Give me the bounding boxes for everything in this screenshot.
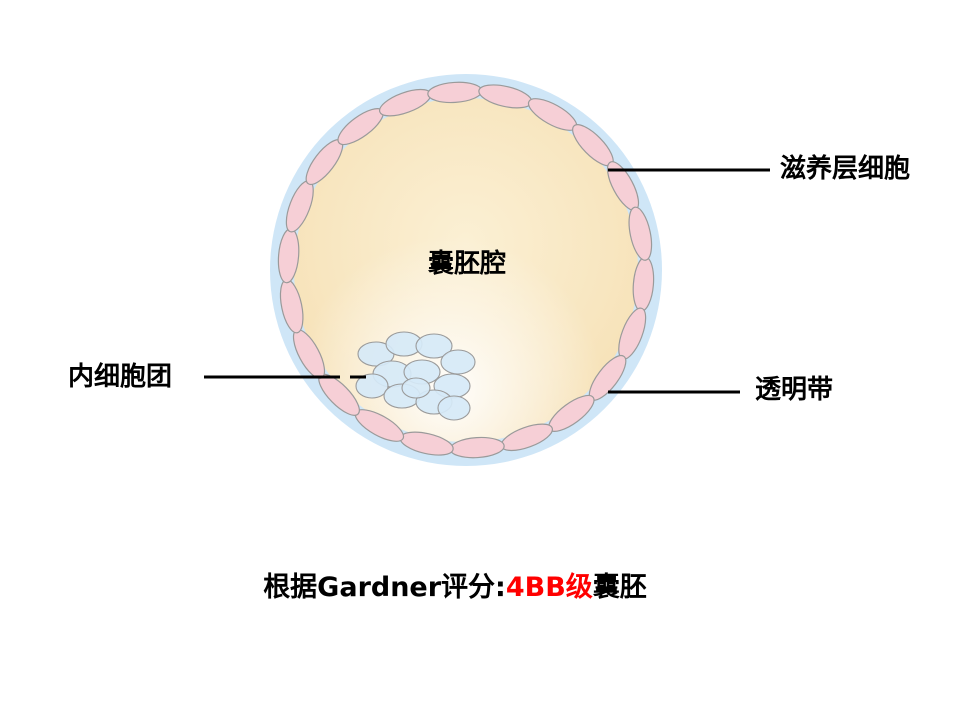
caption-grade: 4BB级	[505, 572, 593, 603]
gardner-grade-caption: 根据Gardner评分:4BB级囊胚	[0, 574, 910, 601]
inner-cell-mass-cell	[401, 377, 431, 399]
caption-suffix: 囊胚	[592, 572, 647, 603]
trophectoderm-layer	[277, 81, 655, 459]
inner-cell-mass-cell	[437, 395, 471, 421]
trophectoderm-cell	[628, 206, 653, 261]
trophectoderm-label: 滋养层细胞	[780, 154, 911, 184]
inner-cell-mass-cell	[355, 373, 389, 399]
inner-cell-mass-label: 内细胞团	[68, 362, 173, 392]
zona-pellucida-label: 透明带	[755, 375, 834, 405]
blastocoel-label: 囊胚腔	[428, 249, 507, 279]
inner-cell-mass	[355, 331, 476, 421]
inner-cell-mass-cell	[415, 333, 453, 359]
inner-cell-mass-cell	[440, 349, 476, 375]
caption-prefix: 根据Gardner评分:	[263, 572, 506, 603]
